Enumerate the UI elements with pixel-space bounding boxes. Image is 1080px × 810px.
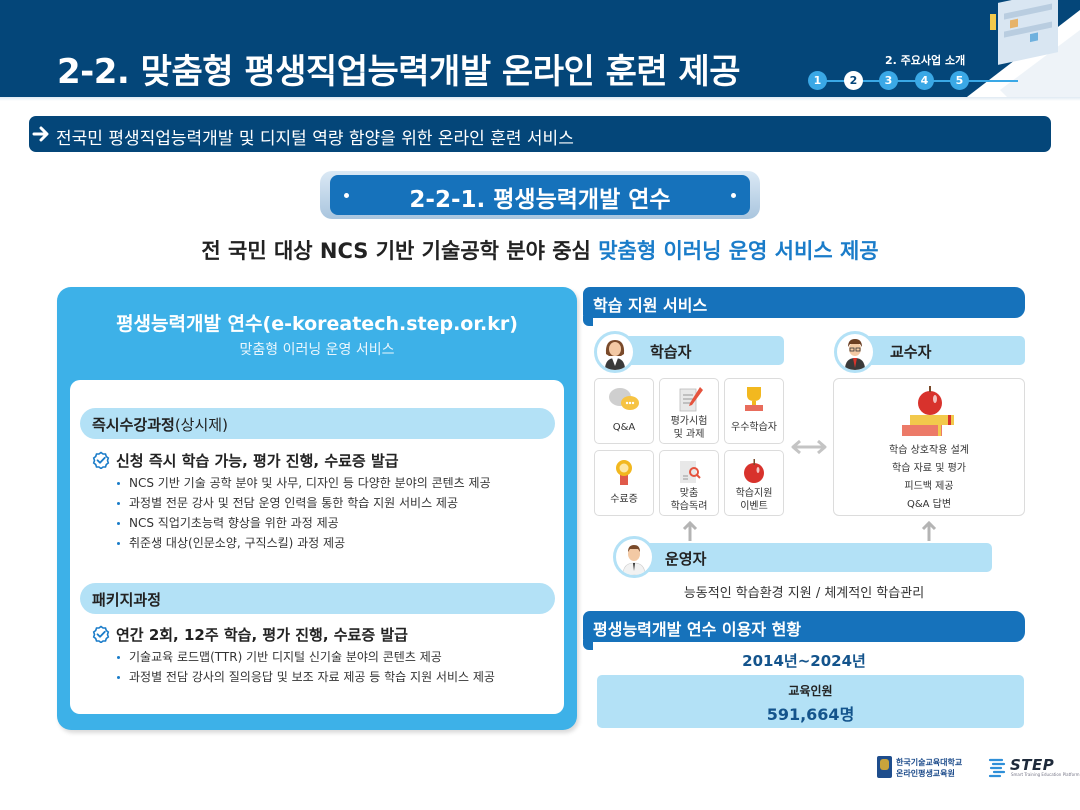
user-status-header: 평생능력개발 연수 이용자 현황 <box>583 611 1025 650</box>
bullet-item: 기술교육 로드맵(TTR) 기반 디지털 신기술 분야의 콘텐츠 제공 <box>115 647 495 667</box>
step-wordmark: STEP <box>1010 756 1055 774</box>
check-badge-icon <box>92 451 110 469</box>
tile-label: Q&A <box>612 422 636 433</box>
document-search-icon <box>680 461 701 483</box>
metric-label: 교육인원 <box>788 684 833 698</box>
operator-avatar-icon <box>613 536 655 578</box>
subtitle-bar: 전국민 평생직업능력개발 및 디지털 역량 함양을 위한 온라인 훈련 서비스 <box>29 116 1051 152</box>
step-mark-icon <box>988 758 1006 778</box>
professor-duties: 학습 상호작용 설계 학습 자료 및 평가 피드백 제공 Q&A 답변 <box>834 442 1024 514</box>
professor-duties-box: 학습 상호작용 설계 학습 자료 및 평가 피드백 제공 Q&A 답변 <box>833 378 1025 516</box>
metric-value: 591,664명 <box>766 705 855 724</box>
apple-books-icon <box>902 386 954 436</box>
tile-label: 수료증 <box>610 494 638 505</box>
step-tagline: Smart Training Education Platform <box>1011 772 1080 777</box>
headline-prefix: 전 국민 대상 NCS 기반 기술공학 분야 중심 <box>201 239 599 263</box>
trainee-count-box: 교육인원 591,664명 <box>597 675 1024 728</box>
office-illustration-icon <box>966 0 1080 97</box>
headline: 전 국민 대상 NCS 기반 기술공학 분야 중심 맞춤형 이러닝 운영 서비스… <box>0 235 1080 265</box>
section-label: 2. 주요사업 소개 <box>885 54 966 67</box>
role-label: 운영자 <box>665 550 707 568</box>
bullet-item: NCS 직업기초능력 향상을 위한 과정 제공 <box>115 513 491 533</box>
course-name: 즉시수강과정 <box>92 416 175 434</box>
tile-qna[interactable]: Q&A <box>594 378 654 444</box>
step-5[interactable]: 5 <box>950 71 969 90</box>
step-indicator: 1 2 3 4 5 <box>808 71 1018 91</box>
user-status-title: 평생능력개발 연수 이용자 현황 <box>593 620 802 639</box>
bullet-item: 취준생 대상(인문소양, 구직스킬) 과정 제공 <box>115 533 491 553</box>
duty-item: Q&A 답변 <box>906 499 952 510</box>
headline-highlight: 맞춤형 이러닝 운영 서비스 제공 <box>598 239 879 263</box>
step-2-active[interactable]: 2 <box>844 71 863 90</box>
tile-learning-encouragement[interactable]: 맞춤 학습독려 <box>659 450 719 516</box>
support-services-title: 학습 지원 서비스 <box>593 296 708 315</box>
trophy-icon <box>745 387 763 411</box>
tile-certificate[interactable]: 수료증 <box>594 450 654 516</box>
apple-icon <box>744 459 764 483</box>
duty-item: 학습 자료 및 평가 <box>892 463 966 474</box>
operator-description: 능동적인 학습환경 지원 / 체계적인 학습관리 <box>683 586 925 601</box>
arrow-right-icon <box>32 126 49 142</box>
tile-label: 우수학습자 <box>731 422 777 433</box>
course-bullets: NCS 기반 기술 공학 분야 및 사무, 디자인 등 다양한 분야의 콘텐츠 … <box>115 473 491 553</box>
arrow-up-icon <box>921 520 937 541</box>
duty-item: 학습 상호작용 설계 <box>889 445 969 456</box>
logo-line-1: 한국기술교육대학교 <box>896 758 963 767</box>
step-1[interactable]: 1 <box>808 71 827 90</box>
role-label: 교수자 <box>890 343 932 361</box>
course-name: 패키지과정 <box>92 591 162 609</box>
course-name-suffix: (상시제) <box>174 416 228 434</box>
support-services-header: 학습 지원 서비스 <box>583 287 1025 326</box>
course-pill-package: 패키지과정 <box>80 583 555 614</box>
tile-support-event[interactable]: 학습지원 이벤트 <box>724 450 784 516</box>
tile-label: 학습지원 이벤트 <box>735 488 773 512</box>
learner-avatar-icon <box>594 331 636 373</box>
step-3[interactable]: 3 <box>879 71 898 90</box>
badge-dot-left <box>344 193 349 198</box>
logo-line-2: 온라인평생교육원 <box>896 769 955 778</box>
program-title: 평생능력개발 연수(e-koreatech.step.or.kr) <box>116 313 518 335</box>
program-panel: 평생능력개발 연수(e-koreatech.step.or.kr) 맞춤형 이러… <box>57 287 577 730</box>
tile-top-learner[interactable]: 우수학습자 <box>724 378 784 444</box>
bidirectional-arrow-icon <box>791 439 827 455</box>
course-summary: 연간 2회, 12주 학습, 평가 진행, 수료증 발급 <box>116 626 408 644</box>
duty-item: 피드백 제공 <box>904 481 954 492</box>
role-pill-operator: 운영자 <box>620 543 992 572</box>
section-badge: 2-2-1. 평생능력개발 연수 <box>330 175 750 215</box>
step-4[interactable]: 4 <box>915 71 934 90</box>
status-period: 2014년~2024년 <box>742 652 866 670</box>
arrow-up-icon <box>682 520 698 541</box>
badge-dot-right <box>731 193 736 198</box>
bullet-item: 과정별 전담 강사의 질의응답 및 보조 자료 제공 등 학습 지원 서비스 제… <box>115 667 495 687</box>
subtitle-text: 전국민 평생직업능력개발 및 디지털 역량 함양을 위한 온라인 훈련 서비스 <box>56 129 574 149</box>
tile-label: 맞춤 학습독려 <box>670 488 708 512</box>
course-list-card: 즉시수강과정(상시제) 신청 즉시 학습 가능, 평가 진행, 수료증 발급 N… <box>70 380 564 714</box>
header-divider <box>0 97 1080 101</box>
professor-avatar-icon <box>834 331 876 373</box>
tile-exam[interactable]: 평가시험 및 과제 <box>659 378 719 444</box>
medal-icon <box>616 460 632 485</box>
course-summary: 신청 즉시 학습 가능, 평가 진행, 수료증 발급 <box>116 452 399 470</box>
page-title: 2-2. 맞춤형 평생직업능력개발 온라인 훈련 제공 <box>57 52 741 92</box>
bullet-item: NCS 기반 기술 공학 분야 및 사무, 디자인 등 다양한 분야의 콘텐츠 … <box>115 473 491 493</box>
university-emblem-icon <box>877 756 892 778</box>
section-badge-text: 2-2-1. 평생능력개발 연수 <box>409 187 671 213</box>
course-pill-instant: 즉시수강과정(상시제) <box>80 408 555 439</box>
exam-pencil-icon <box>679 387 703 412</box>
role-label: 학습자 <box>650 343 692 361</box>
course-bullets: 기술교육 로드맵(TTR) 기반 디지털 신기술 분야의 콘텐츠 제공 과정별 … <box>115 647 495 687</box>
bullet-item: 과정별 전문 강사 및 전담 운영 인력을 통한 학습 지원 서비스 제공 <box>115 493 491 513</box>
chat-bubbles-icon <box>609 388 639 410</box>
tile-label: 평가시험 및 과제 <box>670 416 708 440</box>
header-band: 2-2. 맞춤형 평생직업능력개발 온라인 훈련 제공 2. 주요사업 소개 1… <box>0 0 1080 97</box>
check-badge-icon <box>92 625 110 643</box>
program-subtitle: 맞춤형 이러닝 운영 서비스 <box>239 342 395 358</box>
